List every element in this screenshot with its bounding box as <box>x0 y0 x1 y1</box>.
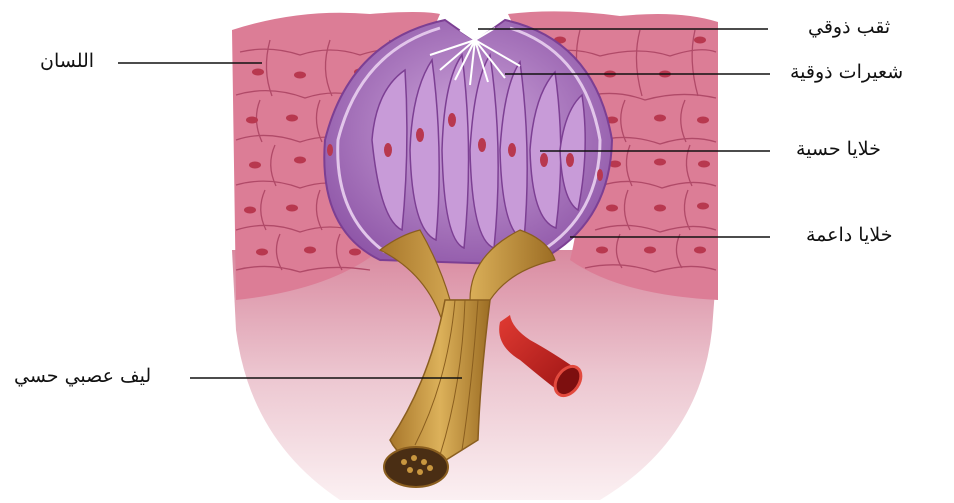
label-sensory-cells: خلايا حسية <box>796 140 881 159</box>
label-sensory-nerve-fiber: ليف عصبي حسي <box>14 367 151 386</box>
label-supporting-cells: خلايا داعمة <box>806 226 892 245</box>
label-taste-pore: ثقب ذوقي <box>808 18 890 37</box>
nerve-fiber-cross-section <box>384 447 448 487</box>
label-taste-hairs: شعيرات ذوقية <box>790 63 903 82</box>
label-tongue: اللسان <box>40 52 94 71</box>
